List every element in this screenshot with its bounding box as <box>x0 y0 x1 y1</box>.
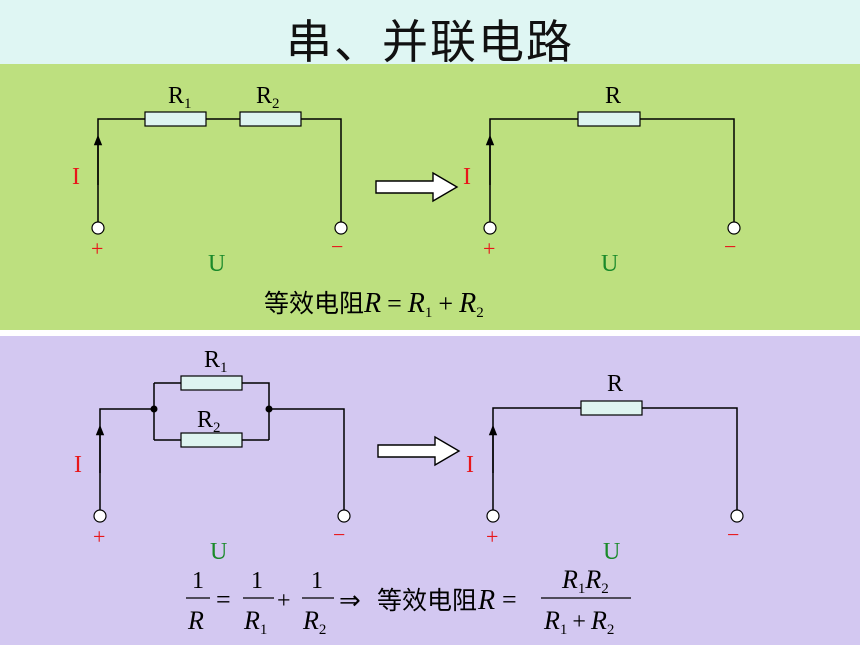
series-minus-terminal <box>334 221 348 235</box>
parallel-equiv-resistor <box>580 400 643 416</box>
frac2-numerator: 1 <box>251 568 263 594</box>
parallel-right-junction <box>265 405 273 413</box>
parallel-formula: 1 R = 1 R1 + 1 R2 ⇒ 等效电阻 R = R1R2 R1+R2 <box>186 565 631 638</box>
parallel-formula-r: R <box>477 585 495 616</box>
parallel-equiv-voltage-label: U <box>603 539 620 565</box>
parallel-equiv-current-label: I <box>466 452 474 478</box>
eq-sign-1: = <box>216 585 231 614</box>
parallel-equiv-minus-terminal <box>730 509 744 523</box>
frac2-denominator: R1 <box>243 606 267 638</box>
plus-sign-1: + <box>277 588 291 614</box>
series-panel <box>0 64 860 330</box>
frac3-denominator: R2 <box>302 606 326 638</box>
parallel-equiv-minus-sign: − <box>727 522 739 547</box>
parallel-panel <box>0 336 860 645</box>
parallel-formula-prefix: 等效电阻 <box>377 586 477 615</box>
parallel-minus-sign: − <box>333 522 345 547</box>
series-r2-label: R2 <box>256 83 280 112</box>
series-equiv-wire <box>489 118 735 222</box>
series-minus-sign: − <box>331 234 343 259</box>
frac1-denominator: R <box>187 606 204 635</box>
series-equiv-plus-terminal <box>483 221 497 235</box>
title-band <box>0 0 860 64</box>
parallel-equiv-plus-sign: + <box>486 524 498 549</box>
frac4-numerator: R1R2 <box>561 565 609 597</box>
series-equiv-minus-terminal <box>727 221 741 235</box>
series-equiv-current-label: I <box>463 164 471 190</box>
series-r2-resistor <box>239 111 302 127</box>
parallel-r2-label: R2 <box>197 407 221 436</box>
parallel-left-junction <box>150 405 158 413</box>
series-voltage-label: U <box>208 251 225 277</box>
parallel-equiv-plus-terminal <box>486 509 500 523</box>
series-equivalence-arrow <box>375 171 459 203</box>
series-equiv-voltage-label: U <box>601 251 618 277</box>
series-equiv-minus-sign: − <box>724 234 736 259</box>
parallel-equiv-r-label: R <box>607 371 623 397</box>
series-plus-terminal <box>91 221 105 235</box>
parallel-voltage-label: U <box>210 539 227 565</box>
series-formula: 等效电阻R=R1+R2 <box>264 288 484 321</box>
parallel-plus-terminal <box>93 509 107 523</box>
series-wire <box>97 118 342 222</box>
parallel-r1-label: R1 <box>204 347 228 376</box>
frac3-numerator: 1 <box>311 568 323 594</box>
parallel-equivalence-arrow <box>377 435 461 467</box>
page-title: 串、并联电路 <box>286 15 574 69</box>
series-equiv-resistor <box>577 111 641 127</box>
series-r1-resistor <box>144 111 207 127</box>
parallel-equiv-wire <box>492 407 738 510</box>
parallel-minus-terminal <box>337 509 351 523</box>
parallel-r2-resistor <box>180 432 243 448</box>
series-plus-sign: + <box>91 236 103 261</box>
parallel-current-label: I <box>74 452 82 478</box>
series-equiv-plus-sign: + <box>483 236 495 261</box>
frac1-numerator: 1 <box>192 568 204 594</box>
parallel-r1-resistor <box>180 375 243 391</box>
series-r1-label: R1 <box>168 83 192 112</box>
series-current-label: I <box>72 164 80 190</box>
implies-sign: ⇒ <box>339 586 361 616</box>
series-equiv-r-label: R <box>605 83 621 109</box>
parallel-plus-sign: + <box>93 524 105 549</box>
frac4-denominator: R1+R2 <box>543 606 614 638</box>
eq-sign-2: = <box>502 585 517 614</box>
